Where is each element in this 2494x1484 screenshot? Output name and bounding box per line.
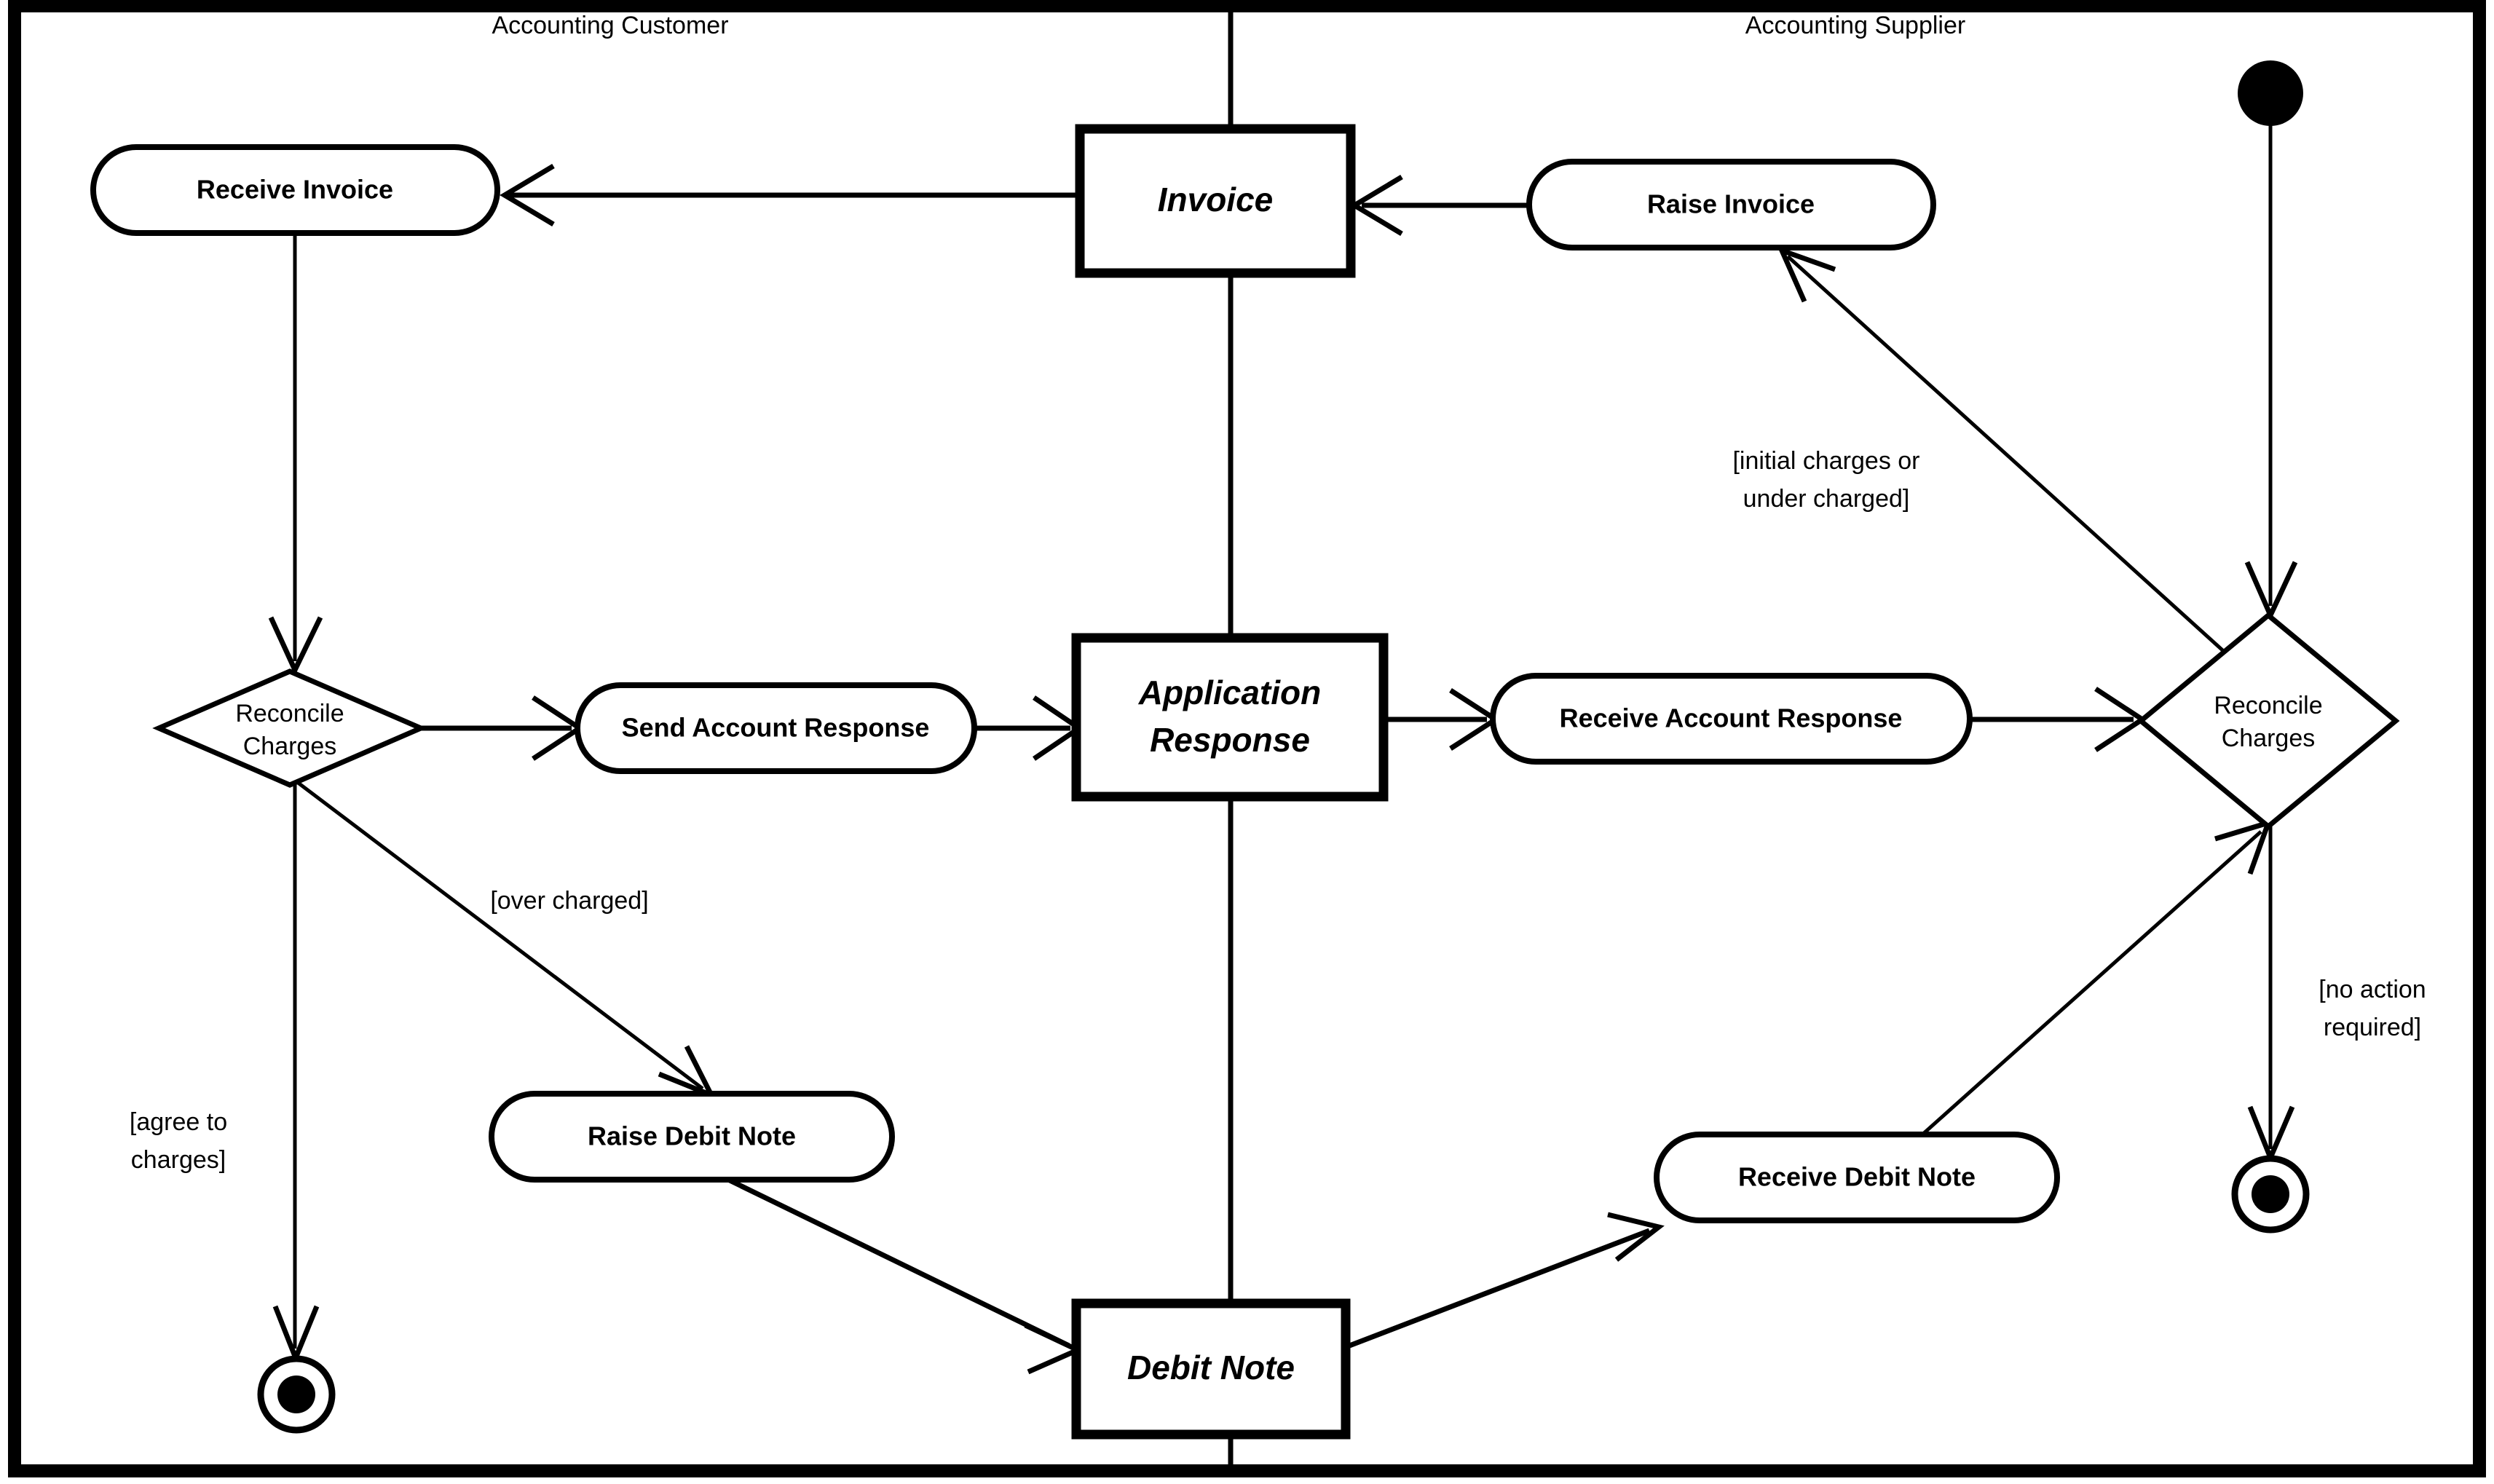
- object-node-application-response[interactable]: Application Response: [1071, 633, 1389, 802]
- object-node-invoice-label: Invoice: [1158, 181, 1274, 218]
- partition-title-customer: Accounting Customer: [492, 12, 728, 39]
- action-receive-debit-note-label: Receive Debit Note: [1738, 1162, 1976, 1192]
- guard-initial-or-under-charged: [initial charges or under charged]: [1732, 447, 1919, 513]
- initial-node: [2238, 60, 2303, 126]
- guard-over-charged-line1: [over charged]: [490, 887, 648, 915]
- flow-send-to-application-response: [974, 695, 1084, 761]
- guard-no-action-required-line2: required]: [2324, 1014, 2421, 1041]
- decision-reconcile-charges-supplier-label-line2: Charges: [2222, 725, 2316, 752]
- flow-application-response-to-receive-account-response: [1384, 688, 1501, 751]
- guard-initial-or-under-charged-line2: under charged]: [1743, 485, 1910, 513]
- action-receive-invoice[interactable]: Receive Invoice: [90, 144, 500, 236]
- flow-invoice-to-receive-invoice: [500, 163, 1080, 227]
- object-node-debit-note-label: Debit Note: [1127, 1349, 1295, 1386]
- object-node-application-response-label-line2: Response: [1150, 721, 1310, 759]
- flow-initial-to-reconcile-supplier: [2244, 124, 2298, 622]
- flow-raise-invoice-to-invoice: [1349, 174, 1529, 237]
- object-node-application-response-label-line1: Application: [1138, 674, 1321, 711]
- flow-receive-debit-note-to-reconcile-supplier: [1921, 818, 2273, 1136]
- guard-agree-to-charges-line1: [agree to: [130, 1108, 227, 1136]
- action-send-account-response-label: Send Account Response: [622, 713, 930, 743]
- action-receive-account-response-label: Receive Account Response: [1560, 703, 1903, 733]
- decision-reconcile-charges-supplier-label-line1: Reconcile: [2214, 692, 2322, 719]
- guard-no-action-required: [no action required]: [2319, 976, 2426, 1041]
- guard-initial-or-under-charged-line1: [initial charges or: [1732, 447, 1919, 475]
- flow-reconcile-customer-to-send-account-response: [421, 695, 585, 761]
- activity-final-customer: [257, 1355, 336, 1434]
- flow-receive-account-response-to-reconcile-supplier: [1970, 687, 2147, 752]
- flow-raise-debit-note-to-debit-note: [727, 1177, 1084, 1375]
- diagram-frame: [8, 0, 2486, 1477]
- action-receive-debit-note[interactable]: Receive Debit Note: [1654, 1132, 2060, 1223]
- object-node-invoice[interactable]: Invoice: [1075, 124, 1356, 278]
- action-send-account-response[interactable]: Send Account Response: [575, 682, 977, 774]
- decision-reconcile-charges-customer-label-line2: Charges: [243, 733, 337, 760]
- action-raise-invoice[interactable]: Raise Invoice: [1526, 159, 1936, 250]
- activity-final-supplier: [2231, 1155, 2310, 1234]
- guard-agree-to-charges: [agree to charges]: [130, 1108, 227, 1174]
- flow-debit-note-to-receive-debit-note: [1344, 1212, 1665, 1350]
- guard-agree-to-charges-line2: charges]: [131, 1146, 226, 1174]
- action-receive-account-response[interactable]: Receive Account Response: [1490, 673, 1973, 765]
- action-raise-debit-note[interactable]: Raise Debit Note: [489, 1091, 895, 1183]
- action-raise-debit-note-label: Raise Debit Note: [588, 1121, 796, 1151]
- flow-receive-invoice-to-reconcile-customer: [268, 233, 323, 676]
- action-raise-invoice-label: Raise Invoice: [1647, 189, 1815, 219]
- object-node-debit-note[interactable]: Debit Note: [1071, 1298, 1351, 1440]
- decision-reconcile-charges-customer[interactable]: Reconcile Charges: [152, 668, 427, 788]
- guard-no-action-required-line1: [no action: [2319, 976, 2426, 1003]
- flow-reconcile-supplier-to-final: [2247, 826, 2295, 1165]
- decision-reconcile-charges-supplier[interactable]: Reconcile Charges: [2136, 612, 2400, 830]
- flow-reconcile-customer-to-final: [272, 785, 320, 1365]
- flow-reconcile-customer-to-raise-debit-note: [296, 781, 717, 1100]
- action-receive-invoice-label: Receive Invoice: [197, 175, 393, 205]
- partition-title-supplier: Accounting Supplier: [1745, 12, 1965, 39]
- guard-over-charged: [over charged]: [490, 887, 648, 915]
- decision-reconcile-charges-customer-label-line1: Reconcile: [235, 700, 344, 727]
